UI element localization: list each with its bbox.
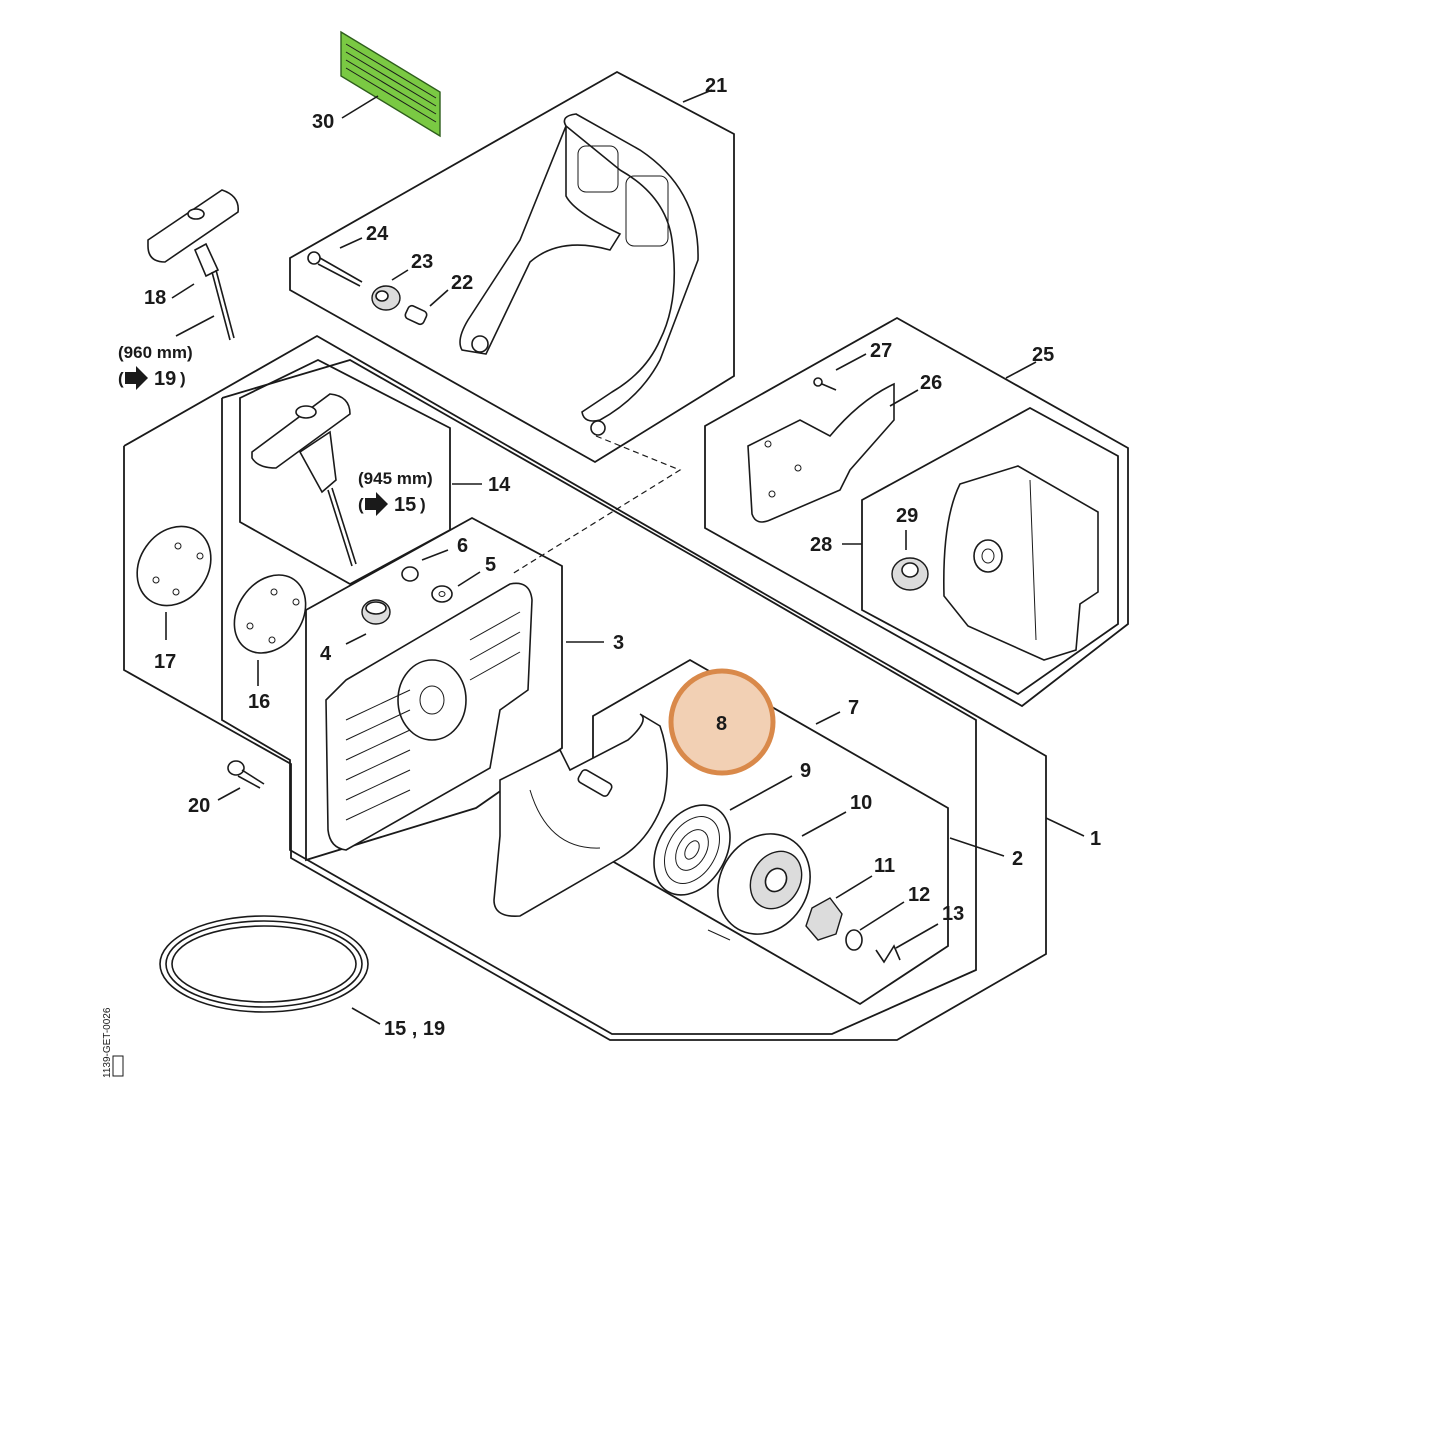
callout-16[interactable]: 16 — [248, 691, 270, 713]
gasket-part-17 — [136, 525, 212, 607]
callout-17[interactable]: 17 — [154, 651, 176, 673]
svg-text:): ) — [420, 495, 426, 514]
callout-25[interactable]: 25 — [1032, 344, 1054, 366]
screw-part-24 — [307, 251, 363, 287]
starter-grip-part-14 — [251, 393, 357, 567]
sleeve-part-22 — [404, 304, 428, 326]
callout-26[interactable]: 26 — [920, 372, 942, 394]
starter-rope-part-15-19 — [159, 915, 369, 1013]
bushing-part-4 — [361, 599, 391, 625]
callout-13[interactable]: 13 — [942, 903, 964, 925]
svg-text:15: 15 — [394, 494, 416, 516]
fan-housing-part-3 — [325, 582, 533, 851]
screw-part-27 — [813, 377, 837, 391]
arrow-right-icon — [365, 492, 388, 516]
callout-28[interactable]: 28 — [810, 534, 832, 556]
callout-9[interactable]: 9 — [800, 760, 811, 782]
rope-rotor-part-10 — [707, 833, 811, 941]
callout-12[interactable]: 12 — [908, 884, 930, 906]
group-2-outline — [221, 359, 977, 1035]
callout-7[interactable]: 7 — [848, 697, 859, 719]
rope-ref-14: ( 15 ) — [358, 492, 426, 516]
rope-ref-18: ( 19 ) — [118, 366, 186, 390]
callout-30[interactable]: 30 — [312, 111, 334, 133]
callout-29[interactable]: 29 — [896, 505, 918, 527]
callout-10[interactable]: 10 — [850, 792, 872, 814]
washer-part-5 — [431, 585, 453, 603]
ring-part-12 — [845, 929, 863, 951]
rope-length-14: (945 mm) — [358, 469, 433, 488]
callout-24[interactable]: 24 — [366, 223, 389, 245]
parts — [136, 30, 1099, 1013]
group-14-outline — [239, 358, 451, 586]
callout-3[interactable]: 3 — [613, 632, 624, 654]
callout-23[interactable]: 23 — [411, 251, 433, 273]
callout-22[interactable]: 22 — [451, 272, 473, 294]
spring-part-9 — [653, 804, 731, 896]
cover-plate-part-26 — [747, 382, 895, 523]
knob-part-29 — [891, 557, 929, 591]
leader-lines — [165, 89, 1085, 1025]
spring-clip-part-13 — [875, 944, 901, 964]
callout-5[interactable]: 5 — [485, 554, 496, 576]
callout-11[interactable]: 11 — [874, 855, 895, 877]
callout-14[interactable]: 14 — [488, 474, 511, 496]
callout-1[interactable]: 1 — [1090, 828, 1101, 850]
arrow-right-icon — [125, 366, 148, 390]
svg-text:(: ( — [118, 369, 124, 388]
highlight-circle — [668, 668, 776, 776]
pawl-part-11 — [805, 897, 843, 941]
svg-text:(: ( — [358, 495, 364, 514]
group-outlines — [123, 70, 1129, 1041]
callout-20[interactable]: 20 — [188, 795, 210, 817]
group-28-outline — [861, 406, 1119, 696]
screw-part-6 — [401, 566, 419, 582]
callout-labels: 30 21 24 23 22 18 (960 mm) ( 19 ) 27 26 … — [118, 75, 1101, 1040]
callout-21[interactable]: 21 — [705, 75, 727, 97]
svg-text:1139-GET-0026: 1139-GET-0026 — [102, 1007, 113, 1078]
group-1-outline — [123, 334, 1047, 1041]
callout-4[interactable]: 4 — [320, 643, 332, 665]
filter-cover-part-28 — [943, 465, 1099, 661]
callout-15-19[interactable]: 15 , 19 — [384, 1018, 445, 1040]
callout-27[interactable]: 27 — [870, 340, 892, 362]
callout-2[interactable]: 2 — [1012, 848, 1023, 870]
rope-length-18: (960 mm) — [118, 343, 193, 362]
damper-part-23 — [371, 285, 401, 311]
handle-bar-part-21 — [459, 113, 699, 436]
svg-text:19: 19 — [154, 368, 176, 390]
assembly-line — [511, 435, 682, 575]
drawing-number: 1139-GET-0026 — [102, 1007, 124, 1078]
screw-part-20 — [227, 760, 265, 789]
starter-grip-part-18 — [147, 189, 239, 341]
group-25-outline — [704, 316, 1129, 708]
callout-8[interactable]: 8 — [716, 713, 727, 735]
svg-text:): ) — [180, 369, 186, 388]
gasket-part-16 — [233, 574, 307, 654]
guide-part-7 — [493, 713, 668, 917]
callout-18[interactable]: 18 — [144, 287, 166, 309]
callout-6[interactable]: 6 — [457, 535, 468, 557]
housing-ribs — [345, 611, 521, 821]
group-21-outline — [289, 70, 735, 464]
sticker-part-30 — [340, 30, 441, 138]
group-3-outline — [305, 516, 563, 862]
